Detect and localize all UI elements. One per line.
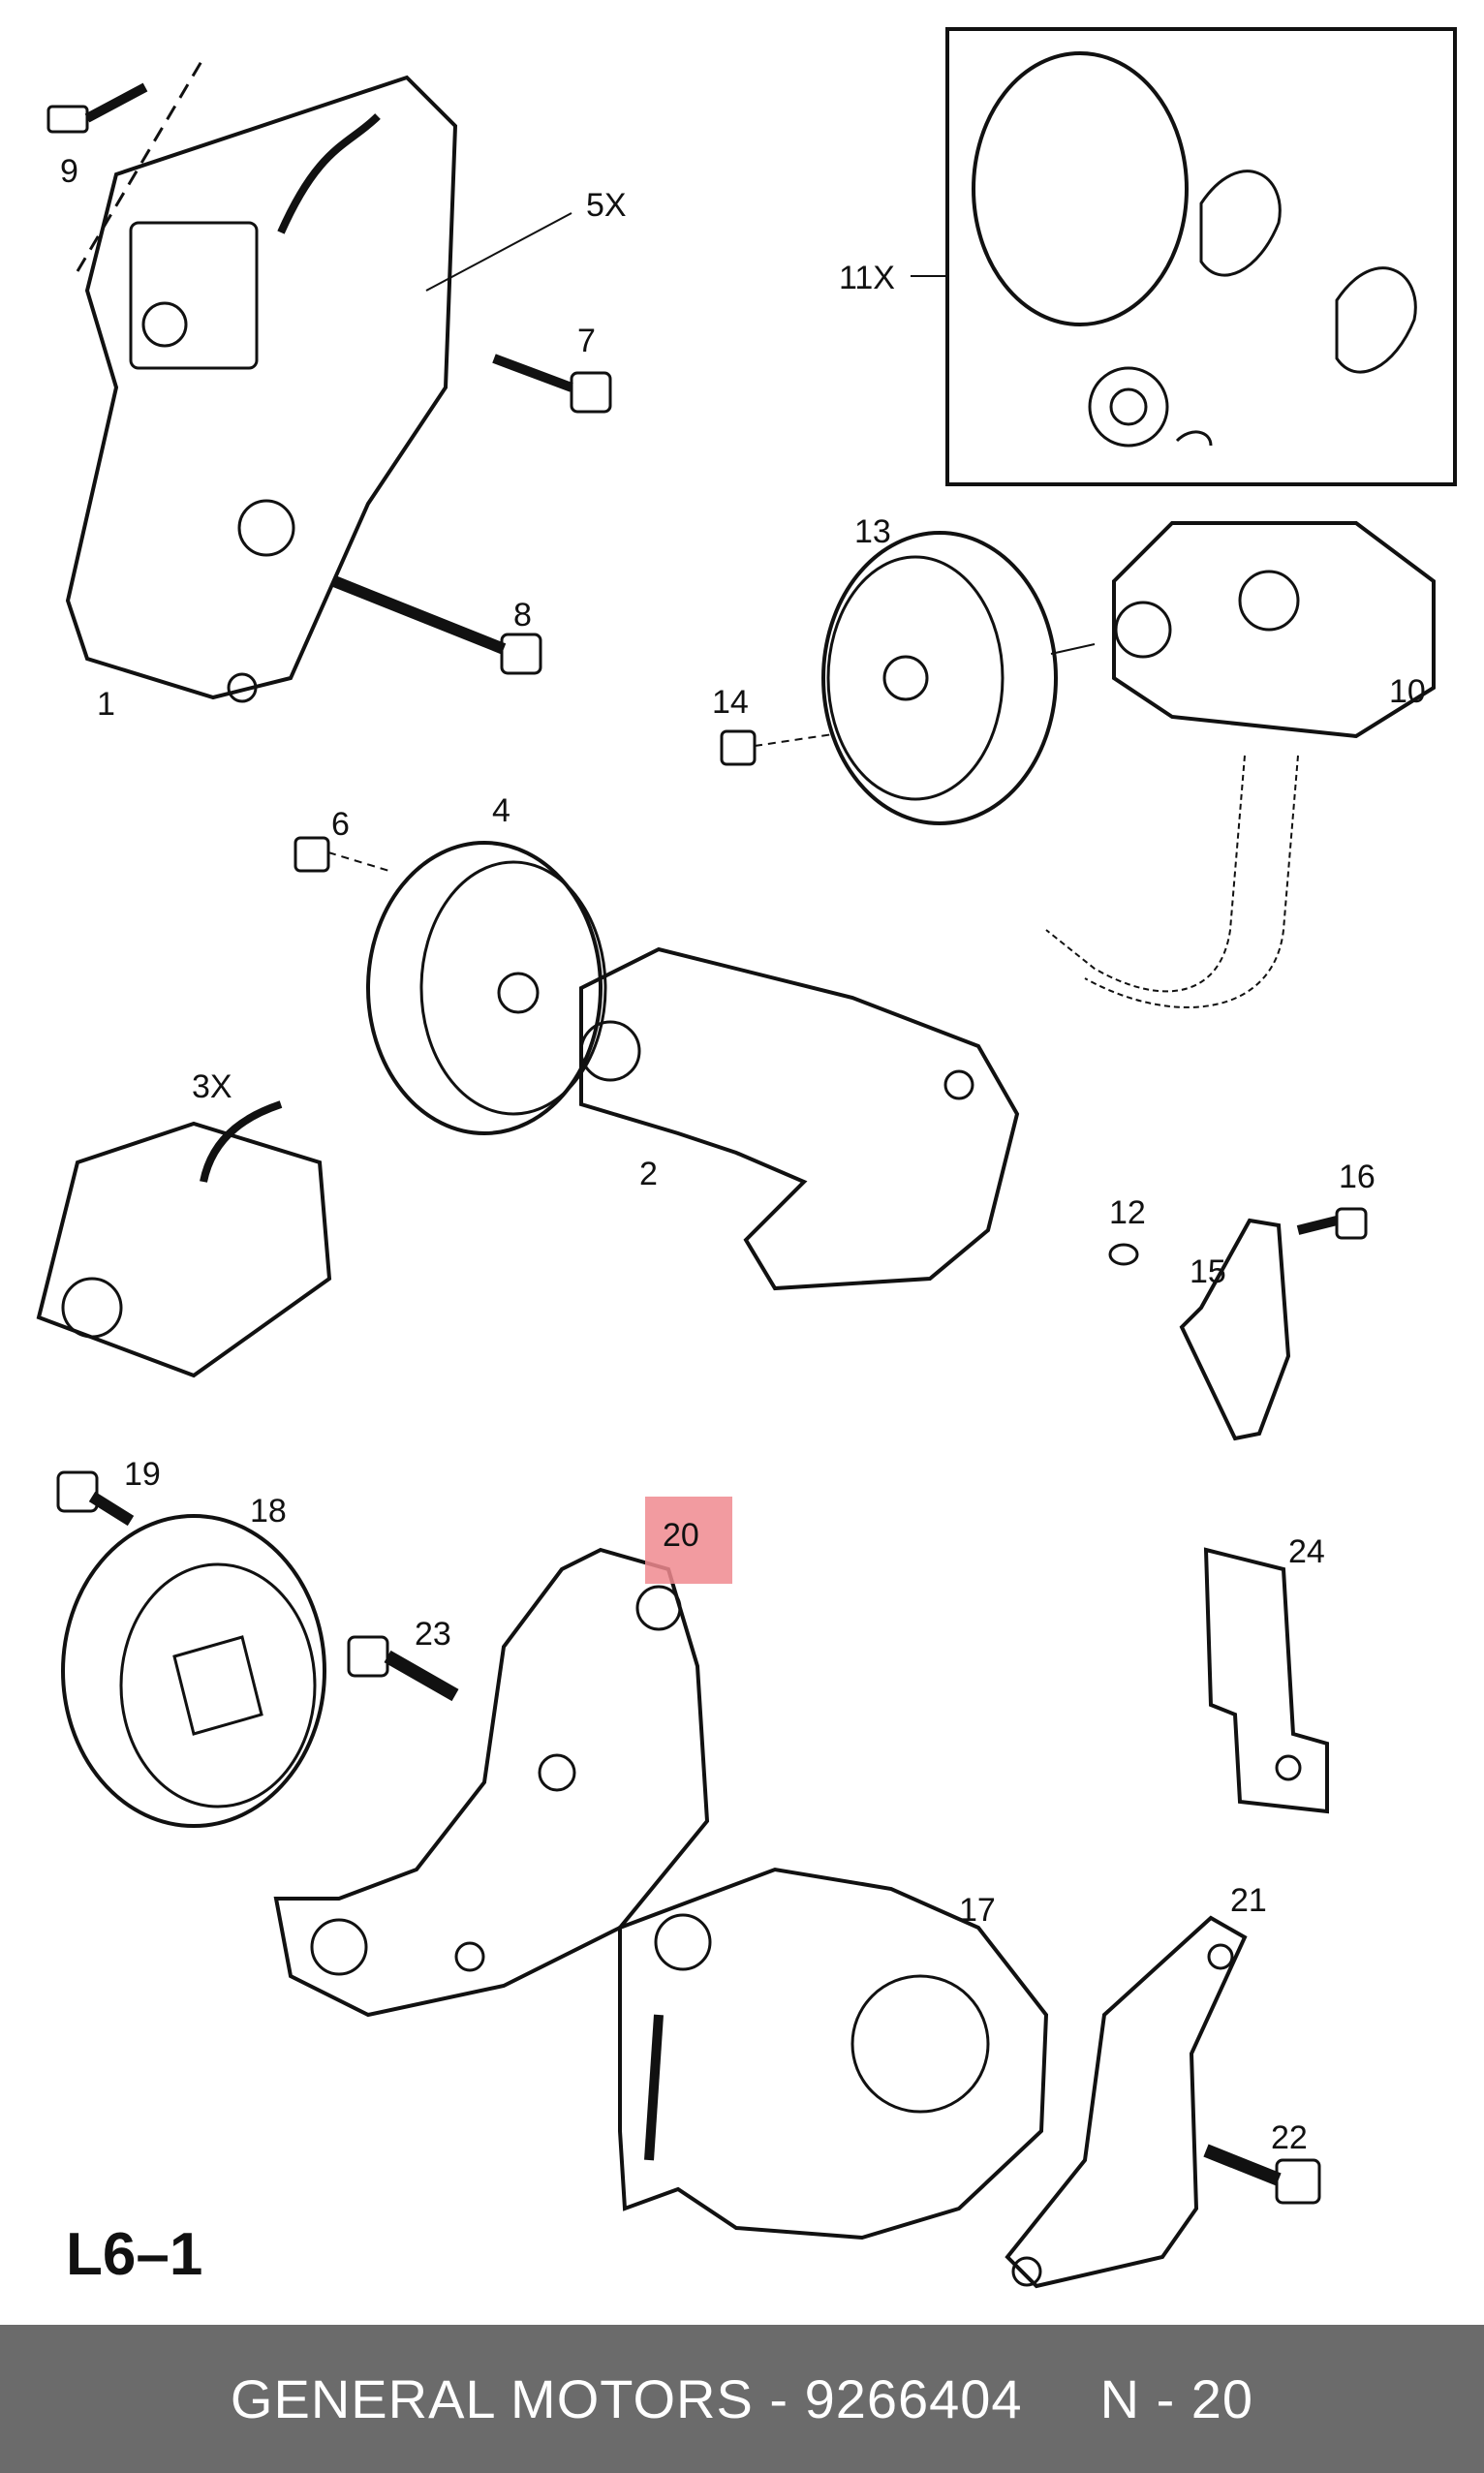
label-14: 14: [712, 684, 749, 721]
label-18: 18: [250, 1493, 287, 1530]
label-6: 6: [331, 806, 350, 843]
label-24: 24: [1288, 1533, 1325, 1570]
label-10: 10: [1389, 673, 1426, 710]
section-code: L6–1: [66, 2221, 203, 2288]
label-9: 9: [60, 153, 78, 190]
part-13-pulley: [821, 531, 1096, 825]
part-15-bracket: [1179, 1218, 1291, 1441]
label-19: 19: [124, 1456, 161, 1493]
part-10-pump: [1112, 521, 1436, 739]
label-20: 20: [663, 1517, 699, 1554]
label-7: 7: [577, 323, 596, 359]
part-20-bracket: [273, 1547, 710, 2018]
footer-ref: N - 20: [1099, 2368, 1254, 2429]
part-2-pump-with-bracket: [579, 946, 1020, 1291]
label-13: 13: [854, 513, 891, 550]
label-3x: 3X: [192, 1068, 232, 1105]
part-3x-pump: [36, 1100, 332, 1378]
footer-brand-part: GENERAL MOTORS - 9266404: [230, 2368, 1023, 2429]
parts-diagram: [36, 27, 1457, 2289]
label-4: 4: [492, 792, 510, 829]
part-12-washer: [1108, 1243, 1139, 1266]
part-14-bolt: [720, 729, 834, 766]
label-12: 12: [1109, 1194, 1146, 1231]
label-5x: 5X: [586, 187, 627, 224]
label-22: 22: [1271, 2119, 1308, 2156]
part-9-bolt: [46, 57, 205, 272]
part-8-bolt: [331, 575, 542, 675]
label-17: 17: [959, 1892, 996, 1929]
label-16: 16: [1339, 1159, 1376, 1195]
part-24-clip: [1203, 1547, 1329, 1814]
highlight-marker-20: [645, 1497, 732, 1584]
label-23: 23: [415, 1616, 451, 1653]
part-18-pulley: [61, 1514, 326, 1828]
drive-belt: [1045, 755, 1299, 1008]
label-8: 8: [513, 597, 532, 634]
label-15: 15: [1190, 1253, 1226, 1290]
part-11x-seal-kit-box: [911, 27, 1457, 486]
label-2: 2: [639, 1156, 658, 1192]
part-7-bolt: [492, 354, 612, 414]
label-1: 1: [97, 686, 115, 723]
part-23-bolt: [347, 1635, 459, 1702]
label-11x: 11X: [839, 260, 895, 296]
part-17-pump: [618, 1867, 1049, 2241]
part-21-bracket: [1005, 1915, 1248, 2289]
part-22-bolt: [1203, 2144, 1321, 2205]
part-6-bolt: [294, 836, 393, 873]
part-4-pulley: [366, 841, 607, 1135]
part-19-bolt: [56, 1470, 135, 1527]
footer-bar: GENERAL MOTORS - 9266404 N - 20: [0, 2325, 1484, 2473]
label-21: 21: [1230, 1882, 1267, 1919]
part-1-bracket-assembly: [65, 75, 458, 703]
part-16-bolt: [1296, 1207, 1368, 1240]
